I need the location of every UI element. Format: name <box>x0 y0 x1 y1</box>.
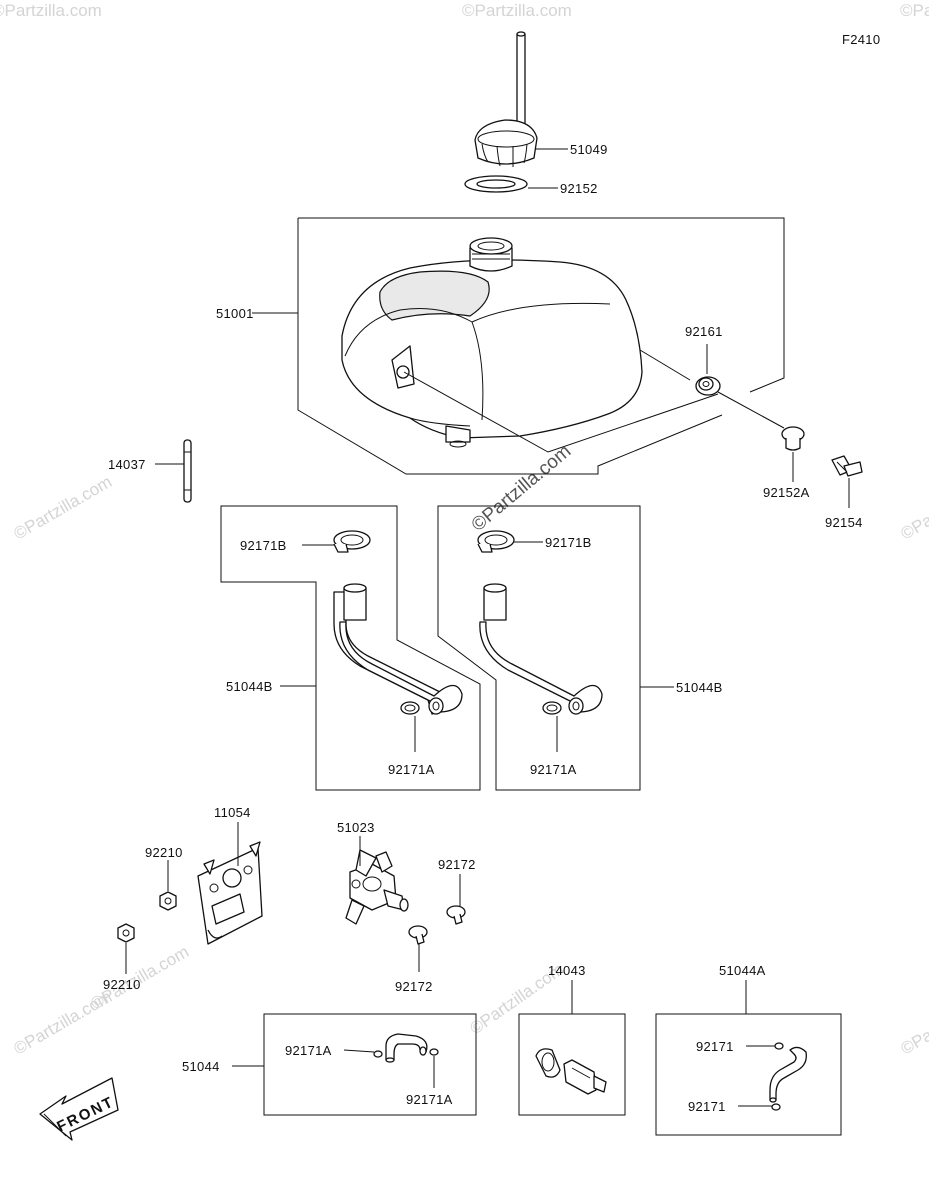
label-92154: 92154 <box>825 515 863 530</box>
watermark-text: ©Partzilla.com <box>0 1 102 20</box>
clamp-main-right <box>429 1048 439 1056</box>
watermark-text: ©Partzilla.com <box>11 472 116 543</box>
tank-collar <box>781 426 805 451</box>
label-51044B-right: 51044B <box>676 680 723 695</box>
label-92171A-main-right: 92171A <box>406 1092 453 1107</box>
tank-bolt <box>831 455 863 477</box>
label-92152A: 92152A <box>763 485 810 500</box>
hose-group-51044A-outline <box>655 1013 842 1136</box>
screw-bottom <box>408 925 428 945</box>
label-11054: 11054 <box>214 805 251 820</box>
label-14037: 14037 <box>108 457 146 472</box>
watermark-text: ©Partzilla.com <box>898 472 929 543</box>
label-92171A-left: 92171A <box>388 762 435 777</box>
nut-bottom <box>117 923 135 943</box>
nut-top <box>159 891 177 911</box>
watermark-text: ©Partzilla.com <box>898 987 929 1058</box>
label-92161: 92161 <box>685 324 723 339</box>
watermark-text: ©Partzilla.com <box>900 1 929 20</box>
screw-top <box>446 905 466 925</box>
label-92171A-right: 92171A <box>530 762 577 777</box>
clamp-left <box>333 530 371 553</box>
clamp-right <box>477 530 515 553</box>
fuel-hose-right <box>479 583 603 715</box>
tank-group-outline <box>297 217 785 475</box>
label-92210-bottom: 92210 <box>103 977 141 992</box>
hose-group-left-outline <box>220 505 481 791</box>
label-51044A: 51044A <box>719 963 766 978</box>
label-51044B-left: 51044B <box>226 679 273 694</box>
watermark-main: ©Partzilla.com <box>468 441 576 536</box>
label-92210-top: 92210 <box>145 845 183 860</box>
label-92172-top: 92172 <box>438 857 476 872</box>
fuel-filter <box>535 1048 607 1095</box>
label-92152: 92152 <box>560 181 598 196</box>
clamp-hose-a-top <box>774 1042 784 1050</box>
cock-bracket <box>197 841 263 945</box>
label-51049: 51049 <box>570 142 608 157</box>
clamp-a-right <box>542 701 562 715</box>
clamp-a-left <box>400 701 420 715</box>
label-92171-bottom: 92171 <box>688 1099 726 1114</box>
fuel-hose-51044A <box>769 1046 807 1103</box>
label-14043: 14043 <box>548 963 586 978</box>
front-arrow-icon: FRONT <box>39 1077 119 1141</box>
tank-damper <box>695 376 721 396</box>
label-51001: 51001 <box>216 306 254 321</box>
mount-rod <box>183 439 192 503</box>
watermark-text: ©Partzilla.com <box>462 1 572 20</box>
fuel-cap <box>474 31 538 167</box>
label-51023: 51023 <box>337 820 375 835</box>
fuel-hose-left <box>333 583 463 715</box>
fuel-hose-51044 <box>385 1033 428 1063</box>
label-92171-top: 92171 <box>696 1039 734 1054</box>
cap-gasket <box>464 175 528 193</box>
watermarks: ©Partzilla.com ©Partzilla.com ©Partzilla… <box>0 1 929 1058</box>
label-92171A-main-left: 92171A <box>285 1043 332 1058</box>
figure-code: F2410 <box>842 32 880 47</box>
clamp-main-left <box>373 1050 383 1058</box>
hose-group-51044-outline <box>263 1013 477 1116</box>
label-92171B-right: 92171B <box>545 535 592 550</box>
watermark-text: ©Partzilla.com <box>11 987 116 1058</box>
fuel-tank <box>341 237 643 448</box>
clamp-hose-a-bottom <box>771 1103 781 1111</box>
fuel-cock <box>345 849 409 925</box>
label-92172-bottom: 92172 <box>395 979 433 994</box>
hose-group-right-outline <box>437 505 641 791</box>
label-92171B-left: 92171B <box>240 538 287 553</box>
label-51044: 51044 <box>182 1059 220 1074</box>
